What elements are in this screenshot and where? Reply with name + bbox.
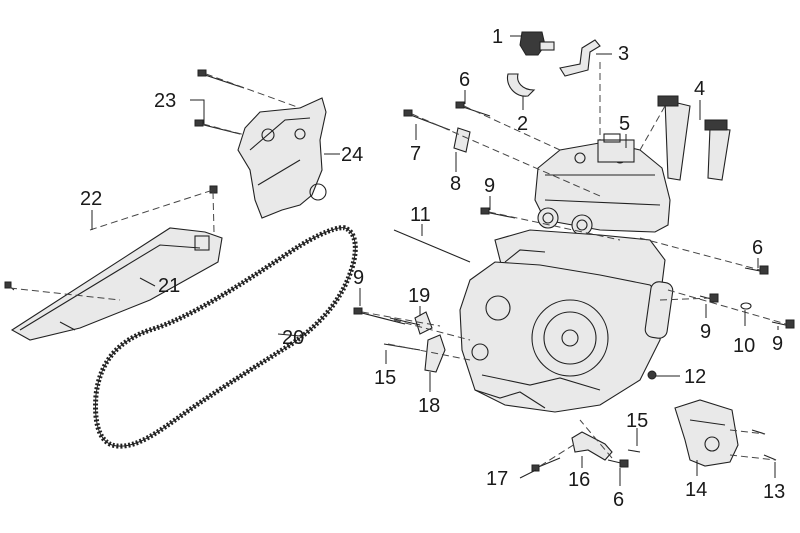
- cover-part-14: [674, 399, 739, 467]
- callout-6-top: 6: [459, 69, 470, 91]
- callout-6-bottom: 6: [613, 489, 624, 511]
- callout-7: 7: [410, 143, 421, 165]
- assembly-lines: [9, 62, 787, 467]
- callout-9-right: 9: [700, 321, 711, 343]
- callout-15-left: 15: [374, 367, 396, 389]
- nut-part-12: [647, 370, 657, 380]
- callout-4: 4: [694, 78, 705, 100]
- callout-23: 23: [154, 90, 176, 112]
- hose-part-3: [559, 39, 601, 77]
- clip-part-19: [414, 311, 433, 335]
- callout-1: 1: [492, 26, 503, 48]
- callout-labels: 1 2 3 4 5 6 6 6 7 8 9 9 9 9 10 11 12 13 …: [80, 26, 785, 511]
- callout-12: 12: [684, 366, 706, 388]
- callout-9-left: 9: [353, 267, 364, 289]
- ignition-coils-part: [657, 95, 731, 181]
- callout-3: 3: [618, 43, 629, 65]
- callout-20: 20: [282, 327, 304, 349]
- callout-19: 19: [408, 285, 430, 307]
- chain-guard-part: [10, 227, 223, 341]
- valve-part-1: [519, 31, 555, 56]
- callout-18: 18: [418, 395, 440, 417]
- leader-lines: [91, 35, 779, 486]
- cap-part-5: [597, 133, 635, 163]
- engine-block-part: [459, 141, 674, 413]
- callout-21: 21: [158, 275, 180, 297]
- callout-22: 22: [80, 188, 102, 210]
- callout-9-center: 9: [484, 175, 495, 197]
- sleeve-part-8: [453, 127, 471, 153]
- bolts-group: [4, 69, 795, 472]
- callout-16: 16: [568, 469, 590, 491]
- bracket-part-16: [571, 431, 613, 461]
- callout-10: 10: [733, 335, 755, 357]
- callout-13: 13: [763, 481, 785, 503]
- callout-5: 5: [619, 113, 630, 135]
- washer-part-10: [740, 302, 752, 310]
- sprocket-cover-part: [237, 97, 327, 219]
- drive-chain-part: [93, 225, 358, 449]
- callout-11: 11: [410, 204, 431, 226]
- callout-8: 8: [450, 173, 461, 195]
- callout-9-far-right: 9: [772, 333, 783, 355]
- callout-15-right: 15: [626, 410, 648, 432]
- callout-14: 14: [685, 479, 707, 501]
- callout-6-right: 6: [752, 237, 763, 259]
- callout-2: 2: [517, 113, 528, 135]
- hose-part-2: [506, 73, 536, 97]
- callout-24: 24: [341, 144, 363, 166]
- callout-17: 17: [486, 468, 508, 490]
